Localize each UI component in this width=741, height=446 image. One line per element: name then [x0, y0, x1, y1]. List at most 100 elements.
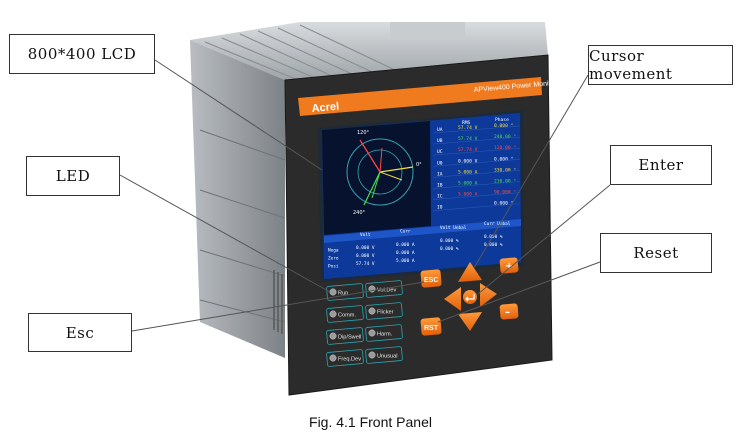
leader-esc: [131, 281, 425, 332]
phasor-ic: [379, 147, 383, 173]
enter-icon: [465, 294, 475, 302]
down-arrow-icon[interactable]: [458, 312, 482, 331]
row-rms: 57.74 V: [458, 136, 478, 142]
unbalance-curr: 0.000 A: [396, 242, 415, 248]
rst-key-label: RST: [424, 325, 439, 332]
led-label: Vol.Dev: [377, 288, 396, 294]
phase-header: Phase: [495, 117, 509, 123]
phasor-label-240: 240°: [353, 210, 366, 216]
esc-key[interactable]: ESC: [420, 269, 442, 288]
device-housing: [190, 22, 548, 358]
unbalance-header: Volt: [360, 232, 371, 238]
row-rms: 5.000 A: [458, 192, 478, 198]
led-flicker: Flicker: [365, 302, 403, 320]
led-label: Dip/Swell: [338, 335, 361, 341]
led-label: Harm.: [377, 332, 393, 338]
row-phase: 240.00 °: [494, 134, 516, 140]
row-divider: [432, 136, 521, 145]
rms-header: RMS: [462, 120, 471, 126]
led-light-icon: [329, 310, 337, 318]
led-light-icon: [329, 354, 337, 362]
led-light-icon: [368, 329, 376, 337]
led-dipswell: Dip/Swell: [326, 327, 364, 345]
phasor-label-120: 120°: [357, 130, 370, 136]
led-light-icon: [329, 288, 337, 296]
row-divider: [432, 147, 521, 156]
led-light-icon: [329, 332, 337, 340]
led-comm: Comm.: [326, 305, 364, 323]
orange-banner: [298, 77, 542, 116]
lcd-screen: 120° 0° 240° RMS Phase UA 57.74 V 0.000 ° U…: [318, 110, 524, 282]
row-divider: [432, 170, 521, 178]
callout-esc: Esc: [28, 313, 132, 352]
leader-reset: [437, 261, 601, 323]
row-label: UA: [437, 127, 443, 133]
row-phase: 0.000 °: [494, 201, 514, 207]
up-arrow-icon[interactable]: [458, 262, 482, 282]
figure-caption: Fig. 4.1 Front Panel: [309, 414, 432, 430]
unbalance-curr: 0.000 A: [396, 250, 415, 256]
row-rms: 0.000 V: [458, 158, 478, 164]
callout-lcd: 800*400 LCD: [9, 34, 155, 74]
unbalance-label: Nega: [328, 248, 339, 254]
unbalance-header: Curr Unbal: [484, 221, 511, 227]
led-label: Unusual: [377, 354, 398, 360]
phasor-ua: [379, 166, 414, 173]
leader-enter: [477, 184, 611, 295]
row-rms: 57.74 V: [458, 125, 478, 131]
leader-cursor: [473, 74, 589, 269]
row-phase: 0.000 °: [494, 123, 514, 129]
unbalance-cunb: 0.000 %: [484, 234, 503, 240]
unbalance-cunb: 0.000 %: [484, 242, 503, 248]
leader-led: [119, 174, 331, 293]
callout-reset: Reset: [600, 233, 712, 273]
rms-phase-table: RMS Phase UA 57.74 V 0.000 ° UB 57.74 V 240.0…: [432, 117, 521, 211]
row-divider: [432, 181, 521, 189]
phasor-label-0: 0°: [416, 162, 422, 168]
led-harm: Harm.: [365, 324, 403, 342]
led-light-icon: [368, 307, 376, 315]
led-freqdev: Freq.Dev: [326, 349, 364, 367]
row-rms: 57.74 V: [458, 147, 478, 153]
led-light-icon: [368, 351, 376, 359]
phasor-inner-ring: [357, 149, 403, 195]
row-divider: [432, 125, 521, 134]
unbalance-volt: 0.000 V: [356, 245, 375, 251]
enter-key[interactable]: [463, 290, 477, 304]
row-label: IA: [437, 171, 443, 177]
unbalance-vunb: 0.000 %: [440, 238, 459, 244]
row-phase: 0.000 °: [494, 156, 514, 162]
row-rms: 5.000 A: [458, 181, 478, 187]
led-unusual: Unusual: [365, 346, 403, 364]
callout-cursor-movement: Cursor movement: [588, 45, 733, 85]
row-label: UB: [437, 138, 443, 144]
callout-enter: Enter: [610, 145, 712, 185]
left-arrow-icon[interactable]: [444, 287, 461, 311]
led-label: Comm.: [338, 313, 356, 319]
row-label: UC: [437, 149, 443, 155]
led-label: Run: [338, 291, 348, 297]
unbalance-header: Volt Unbal: [440, 225, 467, 231]
leader-lines: [119, 59, 611, 332]
brand-logo: Acrel: [311, 101, 339, 115]
led-label: Flicker: [377, 310, 394, 316]
row-label: IC: [437, 194, 443, 200]
led-run: Run: [326, 283, 364, 301]
row-divider: [432, 159, 521, 167]
phasor-uc: [359, 139, 381, 173]
minus-key[interactable]: –: [499, 303, 519, 320]
row-label: I0: [437, 205, 443, 211]
unbalance-label: Zero: [328, 256, 339, 262]
plus-key-label: +: [505, 261, 513, 272]
row-phase: 120.00 °: [494, 145, 516, 151]
rst-key[interactable]: RST: [420, 317, 442, 336]
unbalance-label: Posi: [328, 264, 339, 270]
row-label: IB: [437, 183, 443, 189]
leader-lcd: [154, 59, 323, 171]
phasor-outer-ring: [346, 138, 414, 206]
plus-key[interactable]: +: [499, 257, 519, 274]
minus-key-label: –: [505, 307, 510, 318]
